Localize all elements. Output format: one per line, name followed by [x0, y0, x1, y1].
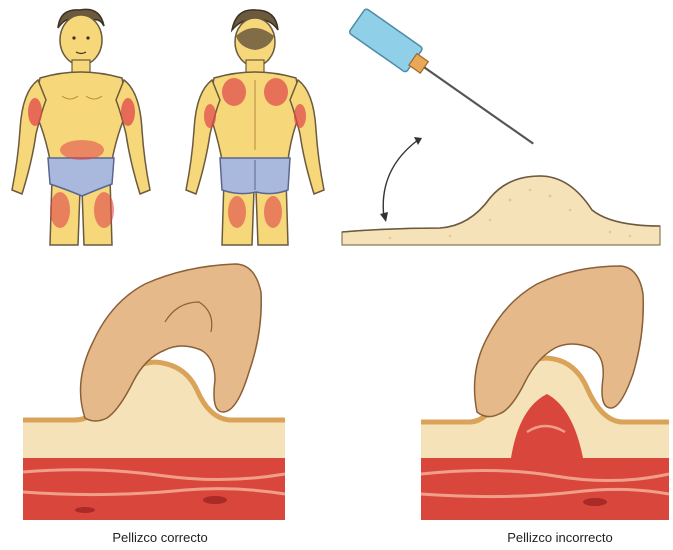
injection-sites-figures	[0, 0, 335, 255]
front-body-figure	[12, 9, 150, 245]
needle-angle-diagram	[330, 0, 673, 255]
syringe-icon	[349, 8, 542, 156]
caption-incorrect-pinch: Pellizco incorrecto	[455, 530, 665, 545]
incorrect-pinch-illustration	[415, 262, 673, 524]
caption-correct-pinch: Pellizco correcto	[60, 530, 260, 545]
correct-pinch-illustration	[15, 262, 290, 524]
back-body-figure	[186, 10, 324, 245]
